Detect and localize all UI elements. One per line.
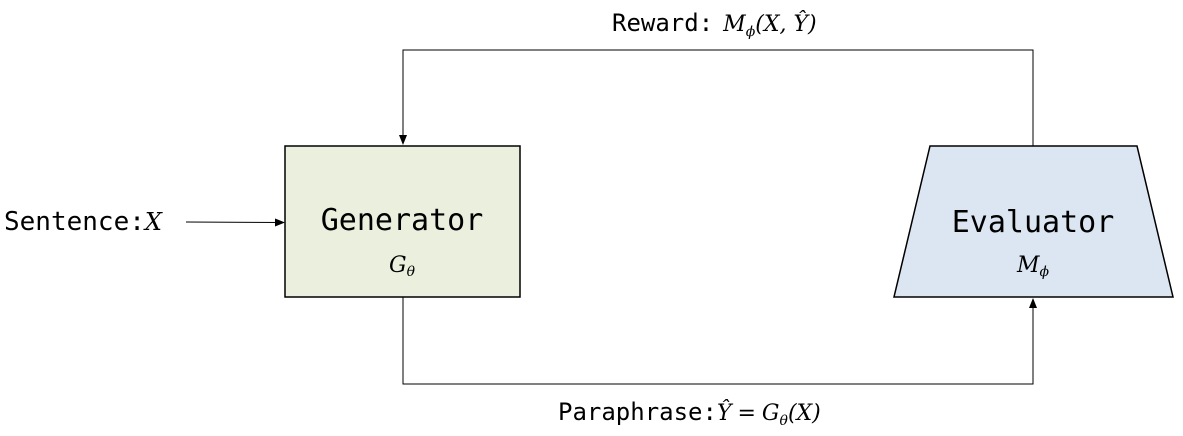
generator-node: Generator Gθ [284, 145, 521, 298]
paraphrase-label-math-y: Ŷ [717, 399, 734, 426]
paraphrase-label-text: Paraphrase: [558, 398, 717, 426]
evaluator-title: Evaluator [952, 205, 1115, 240]
generator-symbol: Gθ [389, 253, 416, 280]
paraphrase-label-math-sub: θ [780, 413, 789, 429]
generator-box [284, 145, 521, 298]
evaluator-node: Evaluator Mϕ [893, 145, 1174, 298]
reward-arrow [399, 49, 1034, 146]
evaluator-symbol-sub: ϕ [1039, 264, 1049, 280]
input-label: Sentence:X [4, 207, 163, 237]
paraphrase-arrow [402, 297, 1037, 385]
generator-title: Generator [321, 203, 484, 238]
evaluator-symbol-base: M [1016, 253, 1040, 278]
evaluator-box [893, 145, 1174, 298]
paraphrase-label-math-g: G [762, 401, 780, 426]
reward-label-math-args: (X, Ŷ) [755, 10, 816, 37]
input-arrow [185, 218, 285, 227]
input-label-math: X [143, 208, 163, 236]
generator-symbol-base: G [389, 253, 407, 278]
reward-label: Reward: Mϕ(X, Ŷ) [612, 9, 817, 40]
input-label-text: Sentence: [4, 207, 145, 237]
paraphrase-label-math-args: (X) [788, 401, 821, 426]
evaluator-symbol: Mϕ [1016, 253, 1050, 280]
reward-label-math-sub: ϕ [746, 24, 756, 40]
paraphrase-label: Paraphrase:Ŷ= Gθ(X) [558, 398, 821, 429]
reward-label-math-m: M [722, 12, 746, 37]
reward-label-text: Reward: [612, 9, 713, 37]
generator-symbol-sub: θ [407, 264, 416, 280]
paraphrase-label-math-eq: = [737, 401, 755, 426]
